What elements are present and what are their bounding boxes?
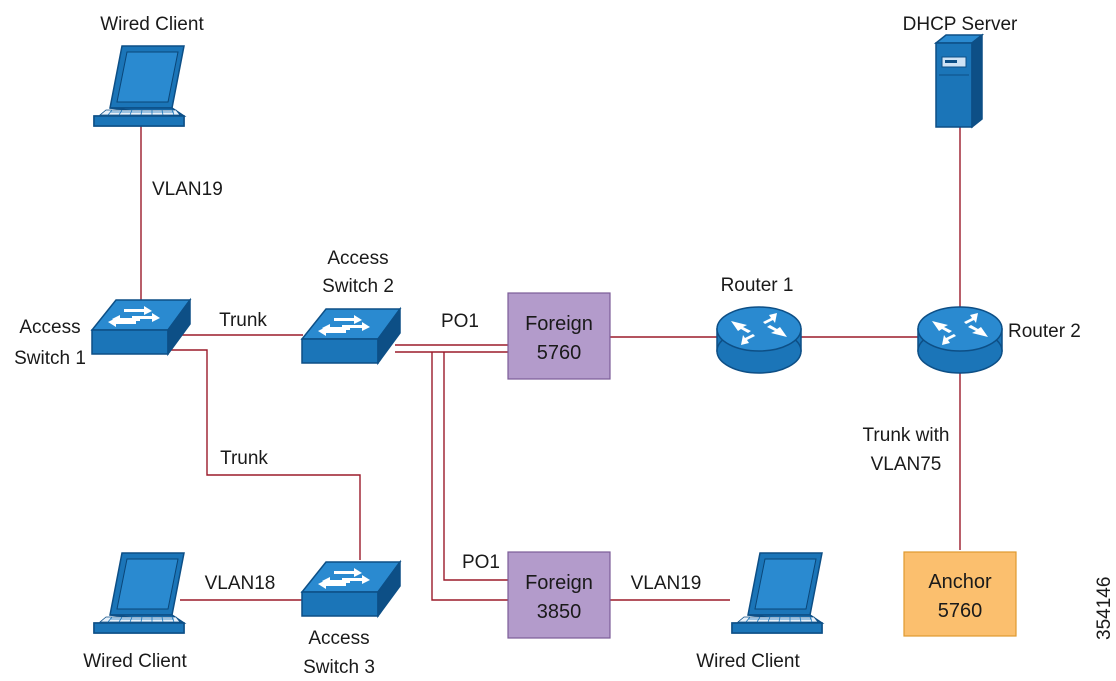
- po1-top-label: PO1: [441, 311, 479, 332]
- server-icon: [935, 34, 983, 128]
- router-icon: [716, 306, 802, 374]
- trunk-label-top: Trunk: [219, 310, 267, 331]
- router-icon: [917, 306, 1003, 374]
- trunk-with-vlan75-label-line2: VLAN75: [871, 454, 942, 475]
- router-2-label: Router 2: [1008, 321, 1081, 342]
- foreign-3850-label-line1: Foreign: [525, 572, 593, 594]
- anchor-5760-box: [903, 551, 1017, 637]
- trunk-with-vlan75-label-line1: Trunk with: [863, 425, 950, 446]
- access-switch-3-label-line2: Switch 3: [303, 657, 375, 678]
- foreign-5760-label-line2: 5760: [537, 342, 582, 364]
- figure-id-label: 354146: [1094, 577, 1115, 640]
- foreign-3850-box: [507, 551, 611, 639]
- vlan19-bottom-label: VLAN19: [631, 573, 702, 594]
- access-switch-1-label-line1: Access: [19, 317, 80, 338]
- foreign-5760-box: [507, 292, 611, 380]
- laptop-icon: [93, 45, 185, 127]
- router-1-label: Router 1: [721, 275, 794, 296]
- access-switch-2-label-line2: Switch 2: [322, 276, 394, 297]
- foreign-3850-label-line2: 3850: [537, 601, 582, 623]
- laptop-icon: [731, 552, 823, 634]
- link-switch1-to-switch3: [165, 349, 361, 560]
- dhcp-server-label: DHCP Server: [903, 14, 1018, 35]
- anchor-5760-label-line1: Anchor: [928, 571, 992, 593]
- wired-client-top-label: Wired Client: [100, 14, 204, 35]
- vlan19-top-label: VLAN19: [152, 179, 223, 200]
- laptop-icon: [93, 552, 185, 634]
- trunk-label-bottom: Trunk: [220, 448, 268, 469]
- access-switch-2-label-line1: Access: [327, 248, 388, 269]
- access-switch-3-label-line1: Access: [308, 628, 369, 649]
- link-switch2-to-foreign3850-b: [431, 352, 508, 601]
- switch-icon: [301, 561, 401, 617]
- anchor-5760-label-line2: 5760: [938, 600, 983, 622]
- vlan18-label: VLAN18: [205, 573, 276, 594]
- switch-icon: [301, 308, 401, 364]
- access-switch-1-label-line2: Switch 1: [14, 348, 86, 369]
- po1-bottom-label: PO1: [462, 552, 500, 573]
- links: [140, 125, 961, 601]
- wired-client-left-label: Wired Client: [83, 651, 187, 672]
- wired-client-right-label: Wired Client: [696, 651, 800, 672]
- link-switch2-to-foreign3850-a: [443, 352, 508, 581]
- switch-icon: [91, 299, 191, 355]
- foreign-5760-label-line1: Foreign: [525, 313, 593, 335]
